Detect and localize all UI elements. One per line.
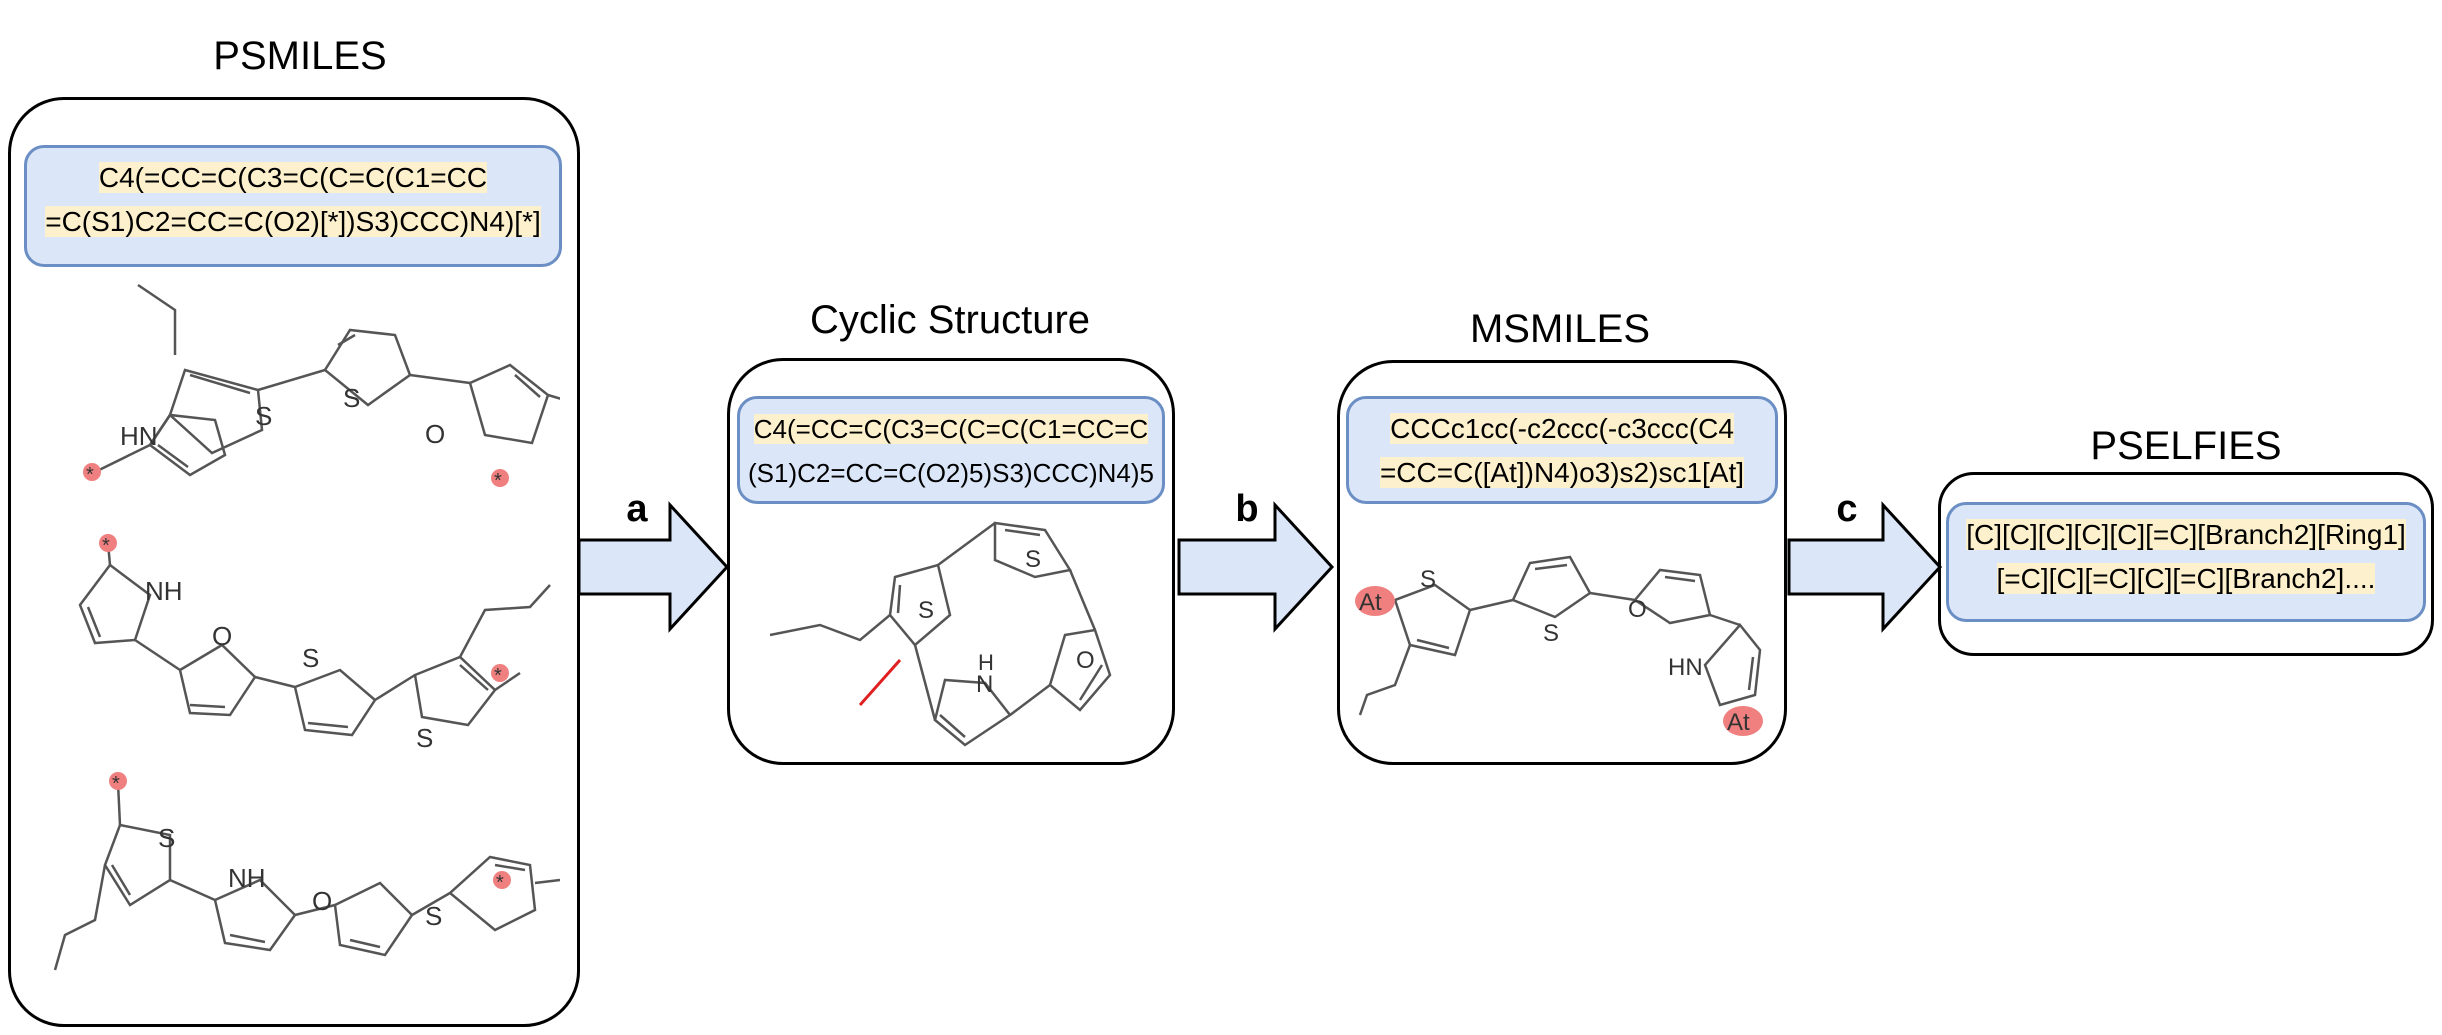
- atom-o: O: [1076, 647, 1095, 674]
- msmiles-molecule: S S O HN At At: [1355, 555, 1763, 736]
- atom-s: S: [1025, 546, 1041, 573]
- psmiles-title: PSMILES: [213, 34, 387, 78]
- cyclic-molecule: S S O H N: [769, 521, 1112, 747]
- atom-s: S: [416, 723, 433, 753]
- cyclic-code-line1: C4(=CC=C(C3=C(C=C(C1=CC=C: [753, 414, 1149, 444]
- atom-s: S: [255, 401, 272, 431]
- atom-s: S: [158, 823, 175, 853]
- msmiles-title: MSMILES: [1469, 307, 1651, 351]
- atom-o: O: [312, 886, 332, 916]
- star-marker: *: [102, 535, 110, 557]
- atom-hn: HN: [1668, 654, 1703, 681]
- psmiles-code: C4(=CC=C(C3=C(C=C(C1=CC =C(S1)C2=CC=C(O2…: [24, 145, 562, 267]
- msmiles-code: CCCc1cc(-c2ccc(-c3ccc(C4 =CC=C([At])N4)o…: [1346, 396, 1778, 504]
- arrow-a-label: a: [626, 488, 648, 530]
- star-marker: *: [86, 464, 94, 486]
- atom-o: O: [212, 621, 232, 651]
- arrow-b-label: b: [1235, 488, 1259, 530]
- at-marker: At: [1727, 709, 1750, 736]
- atom-h: H: [978, 650, 994, 675]
- pselfies-code-line1: [C][C][C][C][C][=C][Branch2][Ring1]: [1966, 519, 2406, 550]
- cyclic-code-line2: (S1)C2=CC=C(O2)5)S3)CCC)N4)5: [748, 458, 1154, 488]
- atom-s: S: [1543, 620, 1559, 647]
- star-marker: *: [494, 470, 502, 492]
- psmiles-molecule-3: S NH O S * *: [53, 772, 560, 971]
- atom-s: S: [425, 901, 442, 931]
- atom-s: S: [1420, 566, 1436, 593]
- msmiles-code-line1: CCCc1cc(-c2ccc(-c3ccc(C4: [1390, 413, 1734, 444]
- arrow-a: [577, 501, 730, 633]
- pselfies-title: PSELFIES: [2090, 424, 2282, 468]
- atom-nh: NH: [228, 863, 266, 893]
- pselfies-code-line2: [=C][C][=C][C][=C][Branch2]....: [1996, 563, 2376, 594]
- atom-n: N: [976, 671, 993, 698]
- pselfies-code: [C][C][C][C][C][=C][Branch2][Ring1] [=C]…: [1946, 502, 2426, 622]
- atom-nh: NH: [145, 576, 183, 606]
- psmiles-molecule-2: NH O S S * *: [78, 534, 551, 753]
- atom-s: S: [918, 597, 934, 624]
- star-marker: *: [494, 665, 502, 687]
- cyclic-code: C4(=CC=C(C3=C(C=C(C1=CC=C (S1)C2=CC=C(O2…: [737, 396, 1165, 504]
- msmiles-code-line2: =CC=C([At])N4)o3)s2)sc1[At]: [1379, 457, 1745, 488]
- arrow-c: [1787, 501, 1943, 633]
- atom-s: S: [302, 643, 319, 673]
- arrow-c-label: c: [1836, 488, 1858, 530]
- cyclic-title: Cyclic Structure: [809, 298, 1091, 342]
- atom-hn: HN: [120, 421, 158, 451]
- psmiles-code-line1: C4(=CC=C(C3=C(C=C(C1=CC: [98, 162, 488, 193]
- atom-o: O: [1628, 596, 1647, 623]
- atom-s: S: [343, 383, 360, 413]
- atom-o: O: [425, 419, 445, 449]
- star-marker: *: [112, 773, 120, 795]
- star-marker: *: [496, 872, 504, 894]
- psmiles-code-line2: =C(S1)C2=CC=C(O2)[*])S3)CCC)N4)[*]: [45, 206, 541, 237]
- psmiles-molecule-1: S S O HN * *: [83, 283, 560, 492]
- cut-line: [858, 659, 902, 706]
- arrow-b: [1177, 501, 1335, 633]
- at-marker: At: [1359, 589, 1382, 616]
